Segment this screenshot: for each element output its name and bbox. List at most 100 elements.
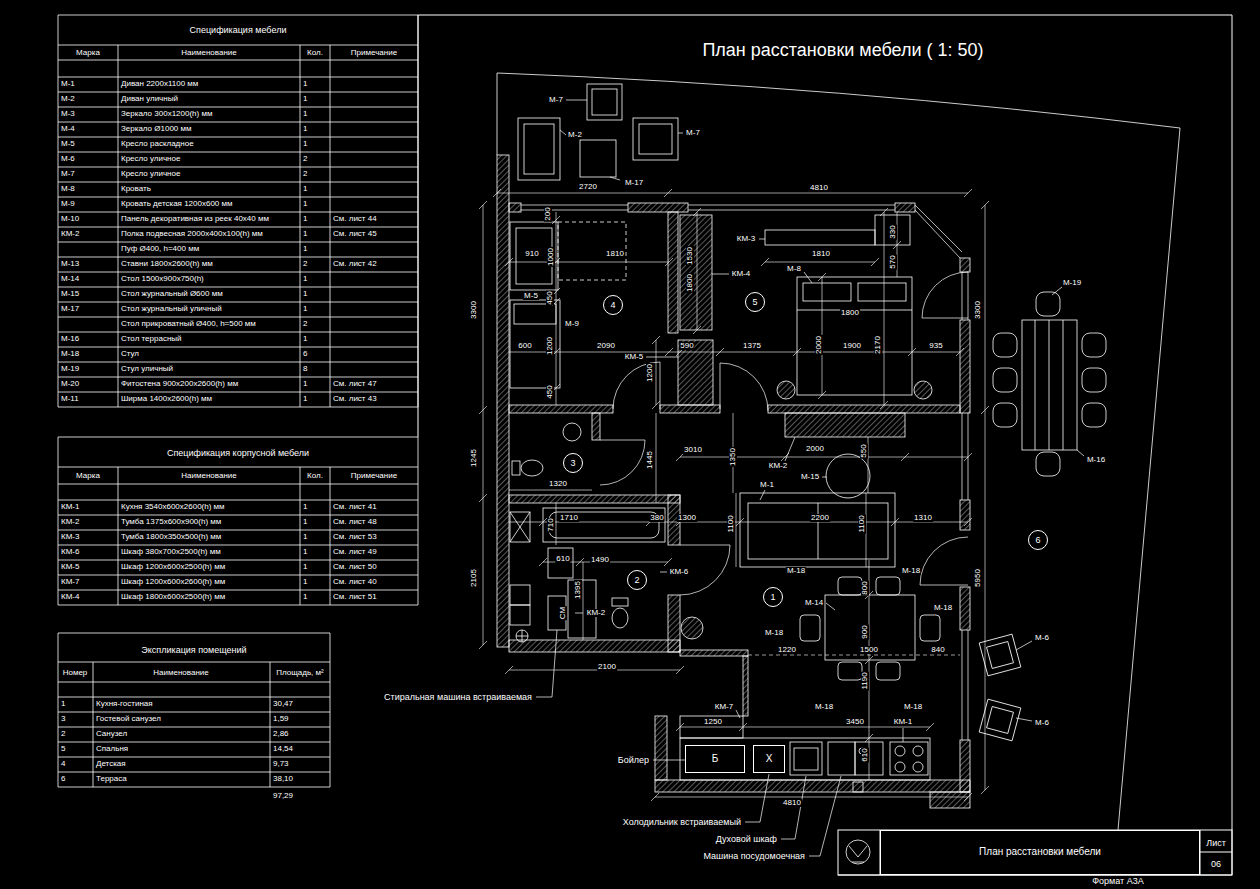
wall [628, 203, 688, 212]
table-cell: 2 [60, 730, 66, 738]
furniture-outline [853, 782, 863, 792]
table-cell: М-8 [60, 185, 76, 193]
table-cell: 8 [302, 365, 308, 373]
sheet-frame [418, 15, 1232, 875]
plan-label: 5950 [974, 568, 982, 588]
table-cell: 1 [302, 95, 308, 103]
furniture-outline [521, 460, 543, 476]
plan-label: 1395 [574, 580, 582, 600]
plan-label: 3300 [470, 300, 478, 320]
plan-label: КМ-6 [669, 568, 689, 576]
sheet-format: Формат А3А [1091, 877, 1144, 886]
table-cell: КМ-5 [60, 563, 80, 571]
table-cell: Фитостена 900х200х2600(h) мм [120, 380, 239, 388]
plan-label: М-17 [624, 179, 644, 187]
table-cell: Шкаф 1200х600х2600(h) мм [120, 578, 226, 586]
plan-label: М-5 [523, 292, 539, 300]
furniture-outline [1036, 452, 1060, 476]
dimension-line [676, 453, 972, 461]
table-cell: Номер [62, 669, 89, 677]
table-grid [58, 437, 418, 605]
plan-label: М-18 [901, 567, 921, 575]
plan-label: 1245 [470, 448, 478, 468]
table-cell: 2 [302, 170, 308, 178]
table-cell: Кол. [306, 472, 324, 480]
table-cell: Кресло уличное [120, 155, 181, 163]
dimension-line [479, 189, 989, 801]
furniture-outline [1035, 320, 1063, 450]
plan-label: М-7 [548, 96, 564, 104]
title-block [838, 830, 1232, 875]
table-cell: 1 [302, 533, 308, 541]
furniture-outline [518, 118, 560, 180]
plan-label: КМ-2 [586, 609, 606, 617]
table-cell: Стол террасный [120, 335, 183, 343]
furniture-outline [875, 215, 910, 245]
table-cell: КМ-2 [60, 230, 80, 238]
plan-label: 570 [889, 254, 897, 269]
table-cell: См. лист 43 [332, 395, 378, 403]
plan-label: 450 [546, 290, 554, 305]
table-cell: М-15 [60, 290, 80, 298]
sheet-title: План расстановки мебели ( 1: 50) [702, 41, 983, 59]
dimension-line [761, 258, 879, 266]
table-cell: 1 [60, 700, 66, 708]
table-cell: Примечание [350, 472, 398, 480]
wall [655, 716, 667, 780]
furniture-outline [510, 585, 530, 605]
table-cell: КМ-2 [60, 518, 80, 526]
wall [960, 500, 970, 530]
table-cell: Стул [120, 350, 140, 358]
table-cell: 6 [60, 775, 66, 783]
node-text: Б [712, 754, 719, 764]
furniture-outline [549, 512, 659, 538]
wall [509, 203, 521, 212]
furniture-outline [979, 634, 1021, 676]
wall [960, 258, 970, 272]
node-text: План расстановки мебели [979, 847, 1101, 857]
furniture-outline [890, 742, 928, 775]
furniture-outline [1082, 403, 1106, 427]
furniture-outline [828, 742, 855, 775]
furniture-outline [592, 89, 617, 115]
furniture-outline [510, 84, 1106, 792]
furniture-outline [740, 493, 895, 567]
plan-label: 1375 [742, 342, 762, 350]
table-grid [58, 15, 418, 787]
plan-label: 1220 [777, 646, 797, 654]
plan-label: 800 [861, 580, 869, 595]
table-cell: 1,59 [272, 715, 290, 723]
table-cell: КМ-3 [60, 533, 80, 541]
plan-label: 550 [860, 443, 868, 458]
wall [895, 203, 915, 212]
plan-label: 1800 [840, 309, 860, 317]
furniture-outline [993, 368, 1017, 392]
table-cell: Спальня [95, 745, 129, 753]
table-cell: Стол журнальный уличный [120, 305, 223, 313]
plan-label: М-18 [903, 703, 923, 711]
plan-label: 935 [928, 342, 943, 350]
table-cell: М-9 [60, 200, 76, 208]
callout-note: Духовой шкаф [715, 835, 778, 844]
table-cell: 2 [302, 260, 308, 268]
table-cell: Тумба 1375х600х900(h) мм [120, 518, 222, 526]
furniture-outline [633, 118, 678, 160]
table-cell: М-13 [60, 260, 80, 268]
plan-label: 4810 [809, 184, 829, 192]
furniture-outline [920, 615, 940, 641]
table-cell: 1 [302, 335, 308, 343]
furniture-outline [680, 738, 930, 780]
plan-label: 610 [555, 555, 570, 563]
window [521, 205, 968, 740]
furniture-outline [979, 699, 1021, 741]
wall [497, 155, 970, 808]
table-cell: См. лист 48 [332, 518, 378, 526]
plan-label: 2200 [810, 514, 830, 522]
table-cell: М-18 [60, 350, 80, 358]
dimension-line [509, 490, 592, 491]
furniture-outline [838, 662, 862, 680]
furniture-outline [558, 222, 626, 280]
plan-label: 2090 [596, 342, 616, 350]
appliance-box: Х [753, 745, 785, 773]
title-block [846, 840, 870, 864]
